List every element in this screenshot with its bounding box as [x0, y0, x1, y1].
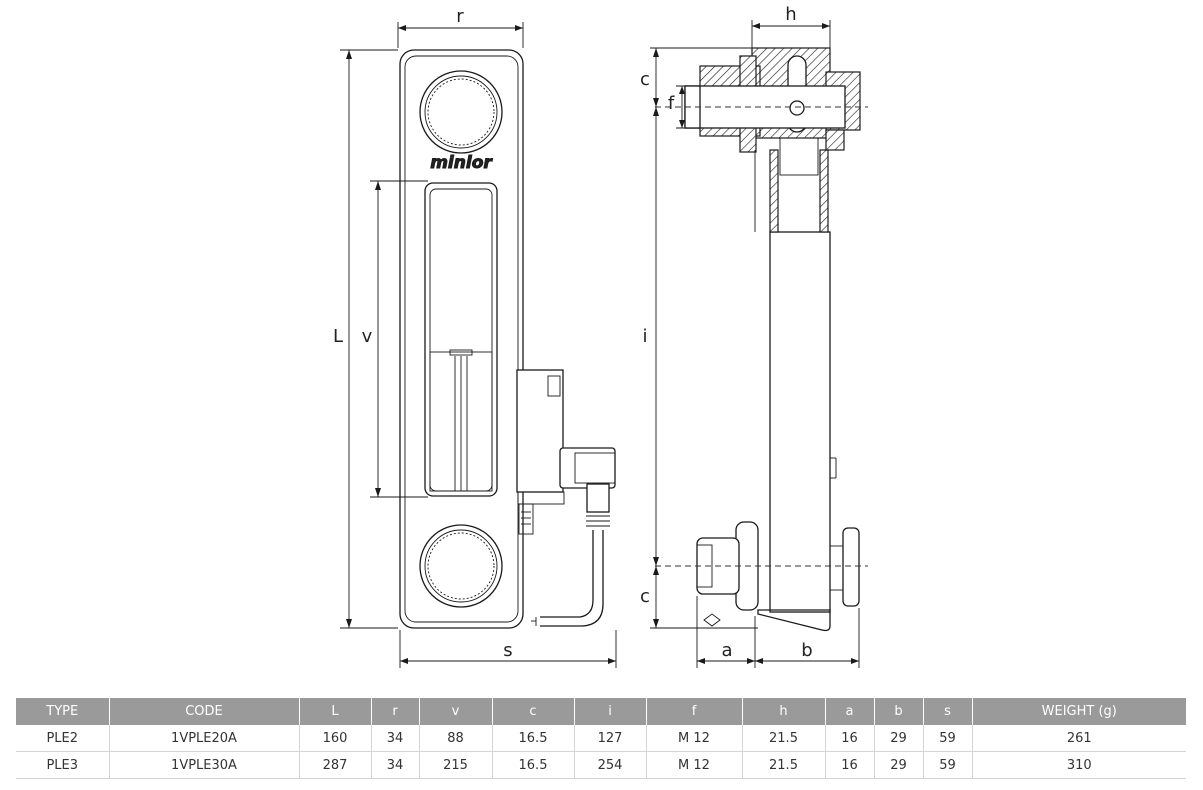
- cell-b: 29: [874, 725, 924, 752]
- header-i: i: [574, 698, 647, 725]
- cell-r: 34: [371, 751, 420, 779]
- specifications-table: TYPE CODE L r v c i f h a b s WEIGHT (g)…: [16, 698, 1186, 779]
- label-c-bottom: c: [640, 586, 650, 607]
- label-a: a: [721, 640, 732, 661]
- dimension-chain-left: c f i c: [640, 47, 758, 629]
- header-type: TYPE: [16, 698, 110, 725]
- dimension-h: h: [751, 4, 831, 50]
- cell-c: 16.5: [492, 725, 575, 752]
- cell-c: 16.5: [492, 751, 575, 779]
- cell-s: 59: [923, 751, 973, 779]
- table-row: PLE2 1VPLE20A 160 34 88 16.5 127 M 12 21…: [16, 725, 1186, 752]
- cell-h: 21.5: [742, 751, 826, 779]
- dimension-s: s: [399, 630, 617, 668]
- label-L: L: [333, 326, 343, 347]
- technical-drawing: minlor: [333, 4, 868, 668]
- header-a: a: [825, 698, 875, 725]
- header-b: b: [874, 698, 924, 725]
- header-c: c: [492, 698, 575, 725]
- label-s: s: [503, 640, 512, 661]
- table-row: PLE3 1VPLE30A 287 34 215 16.5 254 M 12 2…: [16, 751, 1186, 779]
- cell-L: 287: [299, 751, 372, 779]
- dimension-r: r: [397, 6, 524, 48]
- header-s: s: [923, 698, 973, 725]
- cell-r: 34: [371, 725, 420, 752]
- cell-i: 254: [574, 751, 647, 779]
- label-r: r: [456, 6, 464, 27]
- bottom-nut: [419, 524, 503, 608]
- sight-window: [424, 182, 498, 497]
- header-code: CODE: [109, 698, 300, 725]
- side-view: h c f i c a b: [640, 4, 868, 668]
- header-r: r: [371, 698, 420, 725]
- cell-v: 215: [419, 751, 493, 779]
- cell-L: 160: [299, 725, 372, 752]
- cell-code: 1VPLE20A: [109, 725, 300, 752]
- label-v: v: [362, 326, 373, 347]
- dimension-a-b: a b: [696, 596, 860, 668]
- header-h: h: [742, 698, 826, 725]
- label-h: h: [785, 4, 796, 25]
- header-f: f: [646, 698, 743, 725]
- cell-f: M 12: [646, 725, 743, 752]
- brand-logo: minlor: [430, 153, 493, 173]
- cell-code: 1VPLE30A: [109, 751, 300, 779]
- cell-i: 127: [574, 725, 647, 752]
- label-b: b: [801, 640, 812, 661]
- bottom-fitting: [696, 521, 860, 632]
- cell-a: 16: [825, 751, 875, 779]
- cell-type: PLE3: [16, 751, 110, 779]
- cell-b: 29: [874, 751, 924, 779]
- level-switch: [516, 369, 616, 627]
- header-v: v: [419, 698, 493, 725]
- cell-weight: 261: [972, 725, 1186, 752]
- header-L: L: [299, 698, 372, 725]
- top-nut: [419, 70, 503, 154]
- label-i: i: [642, 326, 647, 347]
- cell-h: 21.5: [742, 725, 826, 752]
- header-weight: WEIGHT (g): [972, 698, 1186, 725]
- dimension-L: L: [333, 49, 398, 629]
- table-header-row: TYPE CODE L r v c i f h a b s WEIGHT (g): [16, 698, 1186, 725]
- cell-a: 16: [825, 725, 875, 752]
- cell-s: 59: [923, 725, 973, 752]
- cell-v: 88: [419, 725, 493, 752]
- cell-f: M 12: [646, 751, 743, 779]
- cell-type: PLE2: [16, 725, 110, 752]
- cell-weight: 310: [972, 751, 1186, 779]
- dimension-v: v: [362, 180, 428, 498]
- front-view: minlor: [333, 6, 617, 668]
- label-f: f: [668, 93, 675, 114]
- label-c-top: c: [640, 69, 650, 90]
